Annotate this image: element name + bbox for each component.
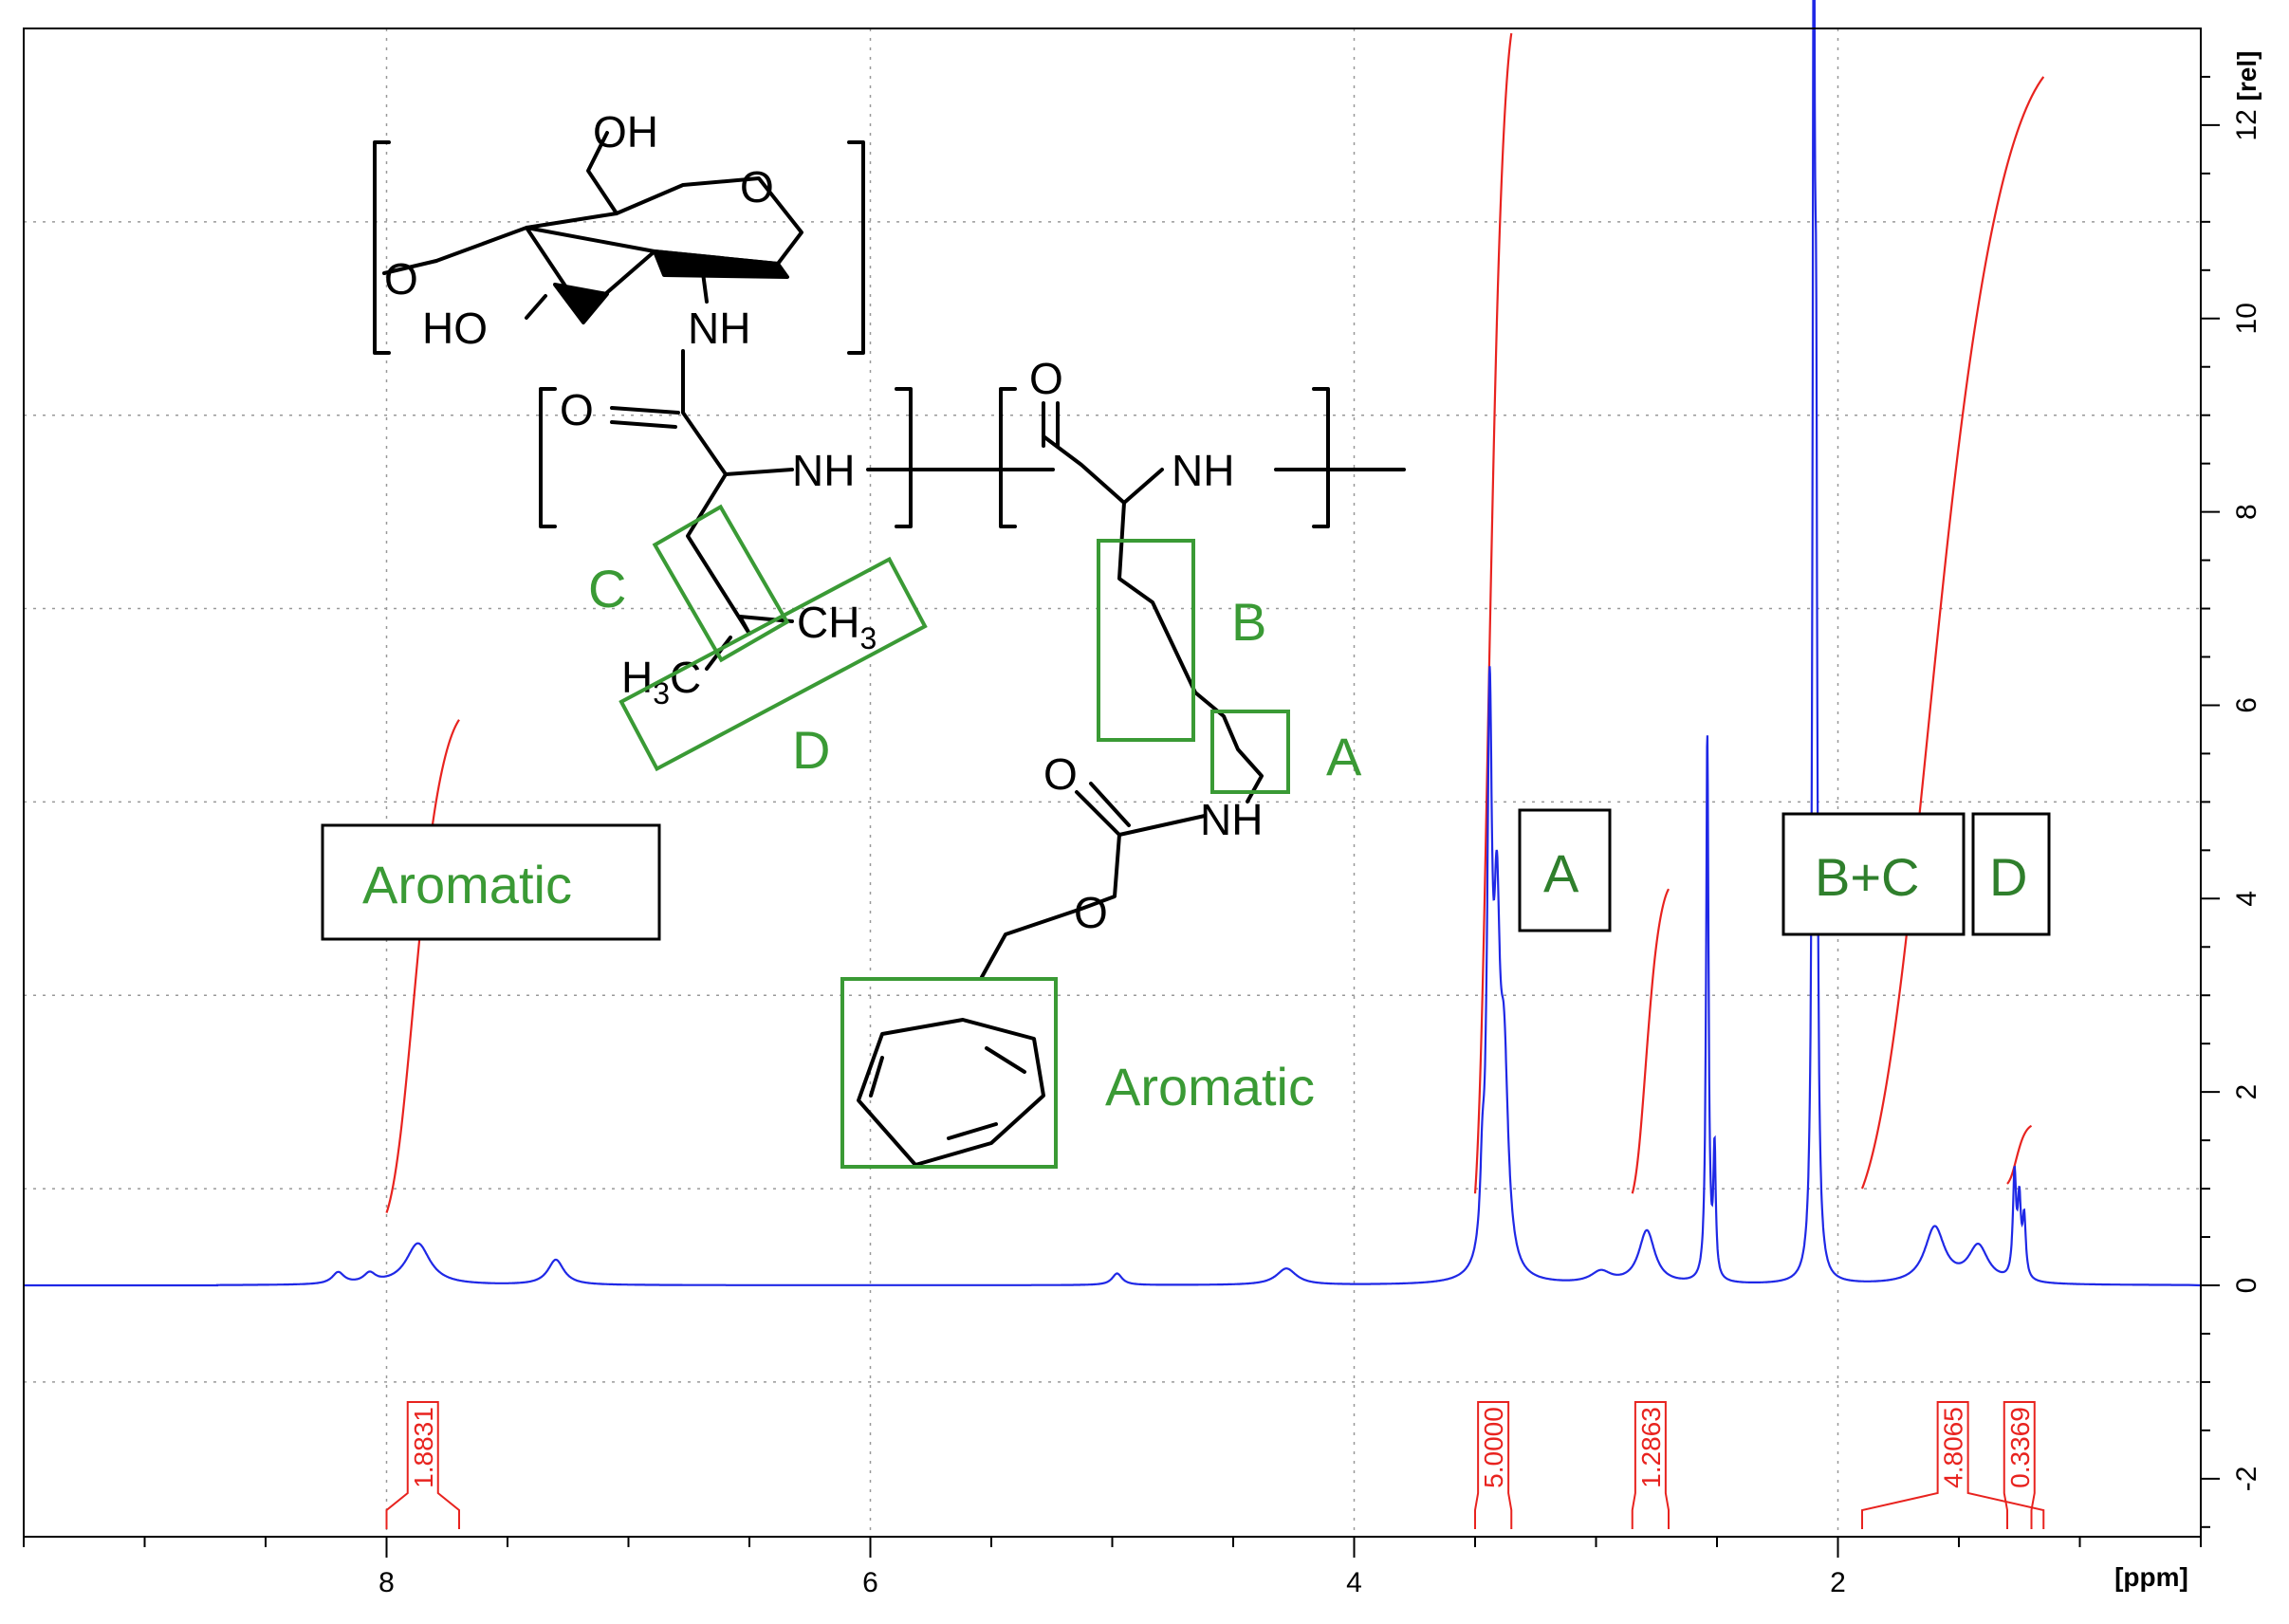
label-ch3: CH3	[797, 598, 877, 655]
label-d: D	[792, 720, 830, 780]
label-ho: HO	[422, 304, 488, 353]
benzene	[857, 1018, 1045, 1167]
carbamate	[980, 782, 1207, 979]
grid	[24, 28, 2201, 1537]
y-tick-label: 10	[2231, 303, 2262, 334]
y-axis-unit: [rel]	[2232, 51, 2261, 102]
x-axis-unit: [ppm]	[2114, 1562, 2188, 1592]
bracket-right-3	[1312, 387, 1330, 528]
a-box-label: A	[1543, 843, 1579, 903]
bc-box-label: B+C	[1815, 847, 1920, 907]
d-box-label: D	[1989, 847, 2027, 907]
sugar-ring	[434, 176, 803, 266]
label-h3c-sub: 3	[653, 676, 670, 710]
bracket-right-2	[895, 387, 913, 528]
label-nh-4: NH	[1200, 795, 1263, 844]
structure-labels: OH O O HO NH O NH O NH CH3 H3C O NH O	[384, 107, 1263, 937]
integral-value: 5.0000	[1479, 1407, 1508, 1488]
backbone-2	[1042, 434, 1164, 505]
y-tick-label: 2	[2231, 1084, 2262, 1100]
chemical-structure	[373, 131, 1406, 1167]
peak-annotations: Aromatic A B+C D	[321, 808, 2051, 941]
leucine-chain	[686, 472, 794, 636]
x-tick-label: 6	[862, 1567, 878, 1598]
lysine-chain	[1117, 501, 1264, 803]
y-tick-label: 6	[2231, 697, 2262, 713]
label-o-ester: O	[1074, 888, 1108, 937]
nh-down	[700, 264, 709, 304]
bracket-left-3	[999, 387, 1017, 528]
label-o-carbonyl-3: O	[1043, 749, 1078, 799]
label-ring-o: O	[740, 162, 774, 212]
structure-green-labels: C D B A Aromatic	[588, 559, 1362, 1116]
integral-value: 1.8831	[409, 1407, 438, 1488]
label-o-left: O	[384, 254, 418, 304]
label-ch3-main: CH	[797, 598, 859, 647]
highlight-b	[1097, 539, 1195, 742]
axes: 8 6 4 2 -2 0 2 4 6 8 10 12 [ppm] [rel]	[23, 28, 2262, 1598]
integral-value: 1.2863	[1636, 1407, 1666, 1488]
plot-frame	[23, 28, 2202, 1538]
y-tick-label: 4	[2231, 891, 2262, 907]
ring-wedge-fill	[553, 283, 609, 324]
integral-curve	[1860, 76, 2045, 1190]
y-tick-label: 12	[2231, 109, 2262, 140]
x-tick-label: 2	[1830, 1567, 1846, 1598]
ring-wedge-fill-2	[653, 249, 789, 279]
highlight-aromatic	[840, 977, 1058, 1169]
y-tick-label: -2	[2231, 1467, 2262, 1492]
aromatic-box-label: Aromatic	[362, 855, 572, 914]
carbonyl-1	[610, 406, 680, 429]
label-nh-2: NH	[792, 446, 855, 495]
integral-curve	[1473, 32, 1513, 1194]
label-b: B	[1231, 592, 1266, 652]
carbonyl-2	[1042, 401, 1060, 448]
integral-value: 4.8065	[1939, 1407, 1968, 1488]
integral-bracket	[1474, 1401, 1513, 1529]
x-tick-label: 4	[1346, 1567, 1362, 1598]
y-tick-label: 8	[2231, 504, 2262, 520]
spectrum-line	[24, 0, 2202, 1287]
label-ch3-sub: 3	[859, 621, 877, 655]
label-o-carbonyl-2: O	[1029, 354, 1063, 403]
bracket-left-2	[539, 387, 557, 528]
label-nh-1: NH	[688, 304, 750, 353]
integral-curve	[385, 719, 460, 1213]
highlight-a	[1210, 710, 1290, 794]
bracket-right-1	[847, 140, 865, 355]
label-a: A	[1326, 727, 1362, 786]
label-o-carbonyl-1: O	[560, 385, 594, 434]
bracket-left-1	[373, 140, 391, 355]
integral-bracket	[1631, 1401, 1670, 1529]
benzene-inner	[869, 1046, 1026, 1140]
label-oh: OH	[593, 107, 658, 157]
label-aromatic-structure: Aromatic	[1105, 1057, 1315, 1116]
highlight-c	[652, 504, 790, 663]
integral-curves: 1.8831 5.0000 1.2863 4.8065 0.3369	[385, 32, 2045, 1529]
a-box	[1518, 808, 1612, 932]
structure-highlights	[618, 504, 1290, 1169]
integral-curve	[2006, 1124, 2033, 1185]
x-tick-label: 8	[378, 1567, 395, 1598]
integral-curve	[1631, 888, 1670, 1194]
integral-bracket	[385, 1401, 460, 1529]
y-tick-label: 0	[2231, 1278, 2262, 1294]
integral-bracket	[1861, 1401, 2045, 1529]
spectrum-trace	[24, 0, 2202, 1287]
ch2oh-bond	[586, 131, 618, 215]
label-c: C	[588, 559, 626, 618]
label-nh-3: NH	[1172, 446, 1234, 495]
integral-value: 0.3369	[2005, 1407, 2035, 1488]
o-link-left	[382, 259, 438, 275]
backbone-1	[681, 349, 794, 476]
d-box	[1971, 812, 2051, 936]
integral-bracket	[2003, 1401, 2036, 1529]
aromatic-box	[321, 823, 661, 941]
ho-bond	[525, 294, 547, 320]
highlight-d	[618, 556, 928, 772]
bc-box	[1781, 812, 1966, 936]
